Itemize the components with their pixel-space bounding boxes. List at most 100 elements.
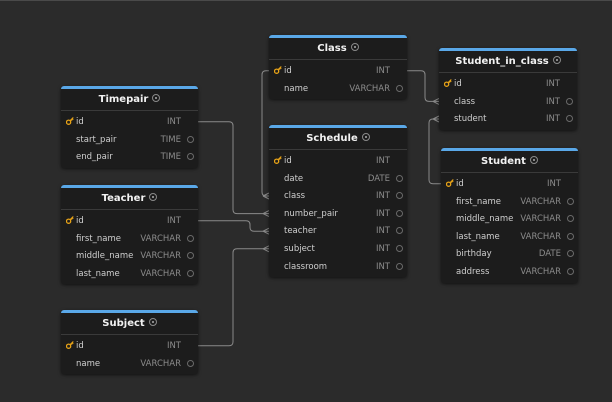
top-divider: [0, 0, 612, 1]
key-icon: [65, 117, 74, 125]
relation-timepair-to-schedule[interactable]: [198, 121, 270, 218]
table-header[interactable]: Student: [441, 148, 578, 173]
field-type: INT: [545, 79, 560, 89]
field-name: start_pair: [76, 134, 117, 145]
field-row[interactable]: end_pair TIME: [61, 148, 198, 166]
relation-subject-to-schedule[interactable]: [198, 245, 270, 347]
nullable-icon: [187, 135, 194, 143]
field-name: date: [284, 173, 304, 184]
field-type: TIME: [160, 134, 181, 145]
table-title: Teacher: [101, 193, 146, 204]
field-type: VARCHAR: [349, 83, 390, 94]
field-name: id: [456, 179, 464, 189]
field-name: first_name: [76, 233, 121, 244]
field-row[interactable]: id INT: [269, 62, 407, 80]
nullable-icon: [187, 234, 194, 242]
nullable-icon: [567, 197, 574, 205]
info-icon[interactable]: [361, 133, 370, 141]
field-name: birthday: [456, 249, 492, 260]
relation-teacher-to-schedule[interactable]: [198, 220, 270, 235]
table-header[interactable]: Timepair: [61, 86, 198, 111]
info-icon[interactable]: [529, 156, 538, 164]
key-icon: [273, 156, 282, 164]
field-row[interactable]: middle_name VARCHAR: [441, 210, 578, 228]
field-name: teacher: [284, 226, 317, 237]
field-type: INT: [375, 261, 390, 272]
field-type: INT: [375, 208, 390, 219]
field-name: classroom: [284, 261, 328, 272]
table-title: Class: [317, 43, 347, 54]
field-name: student: [454, 114, 487, 125]
nullable-icon: [566, 97, 573, 105]
field-type: VARCHAR: [520, 266, 561, 277]
field-name: id: [284, 66, 292, 76]
table-header[interactable]: Teacher: [61, 185, 198, 210]
field-type: INT: [375, 156, 390, 166]
nullable-icon: [567, 232, 574, 240]
nullable-icon: [187, 269, 194, 277]
field-type: VARCHAR: [140, 358, 181, 369]
info-icon[interactable]: [149, 193, 158, 201]
field-name: middle_name: [456, 214, 514, 225]
key-icon: [445, 179, 454, 187]
field-row[interactable]: classroom INT: [269, 258, 407, 276]
field-type: TIME: [160, 152, 181, 163]
field-type: INT: [375, 66, 390, 76]
info-icon[interactable]: [148, 318, 157, 326]
table-header[interactable]: Schedule: [269, 125, 407, 150]
field-name: address: [456, 266, 490, 277]
field-name: last_name: [76, 268, 120, 279]
field-name: end_pair: [76, 152, 113, 163]
field-row[interactable]: address VARCHAR: [441, 263, 578, 281]
field-type: INT: [166, 117, 181, 127]
relation-class-to-student-in-class[interactable]: [407, 70, 440, 105]
field-type: INT: [375, 191, 390, 202]
field-type: VARCHAR: [520, 214, 561, 225]
field-name: first_name: [456, 196, 501, 207]
table-header[interactable]: Subject: [61, 310, 198, 335]
field-name: middle_name: [76, 251, 134, 262]
nullable-icon: [187, 359, 194, 367]
field-row[interactable]: start_pair TIME: [61, 131, 198, 149]
field-type: INT: [166, 341, 181, 351]
info-icon[interactable]: [350, 43, 359, 51]
nullable-icon: [396, 244, 403, 252]
table-header[interactable]: Student_in_class: [439, 48, 577, 73]
table-title: Schedule: [306, 133, 358, 144]
relation-student-to-student-in-class[interactable]: [428, 115, 441, 185]
table-header[interactable]: Class: [269, 35, 407, 60]
nullable-icon: [566, 115, 573, 123]
relation-class-to-schedule[interactable]: [261, 70, 270, 200]
info-icon[interactable]: [552, 56, 561, 64]
field-type: INT: [375, 243, 390, 254]
info-icon[interactable]: [152, 94, 161, 102]
